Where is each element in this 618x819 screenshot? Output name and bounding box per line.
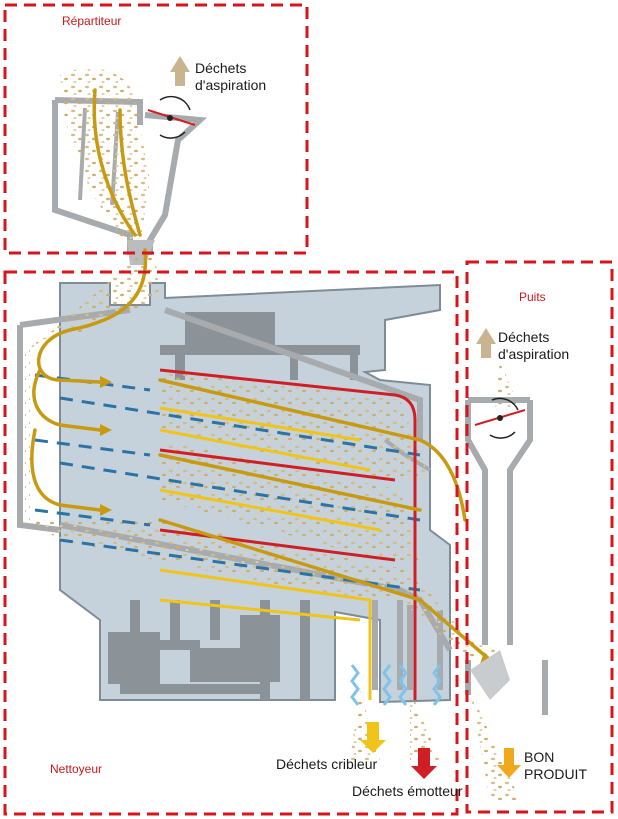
emotteur-label: Déchets émotteur	[352, 783, 463, 799]
drive-machinery	[108, 312, 360, 700]
damper-puits	[474, 397, 526, 439]
emotteur-channels	[159, 368, 417, 700]
zone-repartiteur-label: Répartiteur	[62, 14, 122, 28]
cribleur-label: Déchets cribleur	[276, 756, 378, 772]
aspiration-label-top: Déchets d'aspiration	[195, 60, 266, 94]
screen-decks	[34, 373, 421, 592]
puits-column	[465, 397, 548, 715]
bon-produit-arrow	[497, 748, 521, 778]
aspiration-label-puits: Déchets d'aspiration	[498, 329, 569, 363]
zone-nettoyeur-label: Nettoyeur	[50, 762, 103, 776]
bon-produit-label: BON PRODUIT	[524, 749, 587, 783]
zone-puits-frame	[465, 260, 614, 814]
aspiration-arrow-puits	[476, 328, 496, 358]
bon-produit-line1: BON	[524, 749, 555, 765]
bon-produit-line2: PRODUIT	[524, 766, 587, 782]
aspiration-label-top-line2: d'aspiration	[195, 77, 267, 93]
zone-nettoyeur-frame	[3, 270, 459, 816]
cribleur-channels	[159, 406, 381, 700]
zone-repartiteur-frame	[3, 3, 309, 255]
aspiration-label-puits-line1: Déchets	[498, 329, 550, 345]
emotteur-arrow	[411, 748, 437, 779]
aspiration-arrow-top	[170, 56, 190, 86]
aspiration-label-top-line1: Déchets	[195, 60, 247, 76]
zone-puits-label: Puits	[519, 290, 546, 304]
discharge-tubes	[350, 664, 442, 706]
cribleur-arrow	[360, 722, 386, 753]
aspiration-label-puits-line2: d'aspiration	[498, 346, 570, 362]
damper-top	[147, 95, 196, 139]
